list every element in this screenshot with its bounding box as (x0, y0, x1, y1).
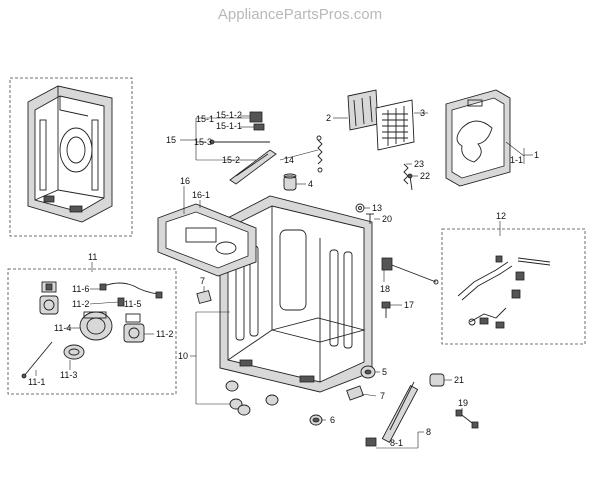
part-13-washer (355, 203, 365, 213)
label-22: 22 (420, 171, 430, 181)
part-21-hose-end (429, 373, 445, 387)
cabinet-main (219, 195, 373, 393)
label-11-4: 11-4 (54, 323, 71, 333)
label-15-3: 15-3 (194, 137, 212, 147)
label-15-1: 15-1 (196, 114, 214, 124)
label-6: 6 (330, 415, 335, 425)
cabinet-small-view (27, 85, 113, 223)
label-18: 18 (380, 284, 390, 294)
part-11-2-valve-left (39, 295, 59, 315)
part-20-screw (366, 213, 374, 224)
label-17: 17 (404, 300, 414, 310)
label-15-2: 15-2 (222, 155, 240, 165)
part-5-foot (360, 365, 376, 379)
label-3: 3 (420, 108, 425, 118)
part-16-control-panel (157, 203, 257, 277)
label-11-2-left: 11-2 (72, 299, 89, 309)
label-1-1: 1-1 (510, 155, 523, 165)
label-11: 11 (88, 252, 97, 262)
label-21: 21 (454, 375, 464, 385)
part-14-spring (316, 135, 323, 173)
group-box-11 (7, 268, 177, 395)
label-11-3: 11-3 (60, 370, 77, 380)
part-15-1-clip (249, 111, 265, 131)
part-6-foot (309, 414, 323, 426)
watermark-text: AppliancePartsPros.com (217, 6, 383, 23)
label-8: 8 (426, 427, 431, 437)
label-15: 15 (166, 135, 176, 145)
part-17-screw (381, 301, 391, 318)
label-11-1: 11-1 (28, 377, 45, 387)
part-18-bracket (381, 257, 439, 285)
label-12: 12 (496, 211, 506, 221)
label-7-lower: 7 (380, 391, 385, 401)
part-15-2-rail (229, 149, 277, 185)
part-15-3-rod (209, 139, 270, 145)
part-8-drain-hose (365, 381, 419, 447)
label-11-5: 11-5 (124, 299, 141, 309)
part-3-filter-screen (375, 99, 415, 151)
label-1: 1 (534, 150, 539, 160)
group-box-12 (441, 228, 586, 345)
label-2: 2 (326, 113, 331, 123)
part-1-back-panel (445, 89, 511, 187)
label-14: 14 (284, 155, 294, 165)
label-11-2-right: 11-2 (156, 329, 173, 339)
part-7-bracket-lower (346, 385, 364, 401)
label-5: 5 (382, 367, 387, 377)
label-23: 23 (414, 159, 424, 169)
part-23-spring (403, 163, 409, 185)
part-11-6-sensor (41, 281, 57, 293)
label-7-upper: 7 (200, 276, 205, 286)
label-10: 10 (178, 351, 188, 361)
group-box-cabinet-view (9, 77, 133, 237)
part-11-3-pump (63, 344, 85, 360)
part-11-2-valve-right (123, 313, 145, 343)
label-20: 20 (382, 214, 392, 224)
part-11-1-hose (21, 341, 53, 379)
part-12-wire-harness (457, 255, 551, 329)
part-19-clip (455, 409, 479, 429)
part-11-6-wire (99, 282, 163, 299)
part-10-feet (225, 380, 279, 416)
label-11-6: 11-6 (72, 284, 89, 294)
part-11-5-clip (117, 297, 125, 307)
part-2-filter (347, 89, 379, 131)
label-13: 13 (372, 203, 382, 213)
part-7-bracket-upper (196, 290, 212, 304)
label-15-1-2: 15-1-2 (216, 110, 242, 120)
label-16-1: 16-1 (192, 190, 210, 200)
label-8-1: 8-1 (390, 438, 403, 448)
part-22-pin (407, 173, 413, 191)
label-4: 4 (308, 179, 313, 189)
part-11-4-housing (79, 311, 113, 341)
label-19: 19 (458, 398, 468, 408)
label-16: 16 (180, 176, 190, 186)
part-4-damper (283, 173, 297, 191)
label-15-1-1: 15-1-1 (216, 121, 242, 131)
